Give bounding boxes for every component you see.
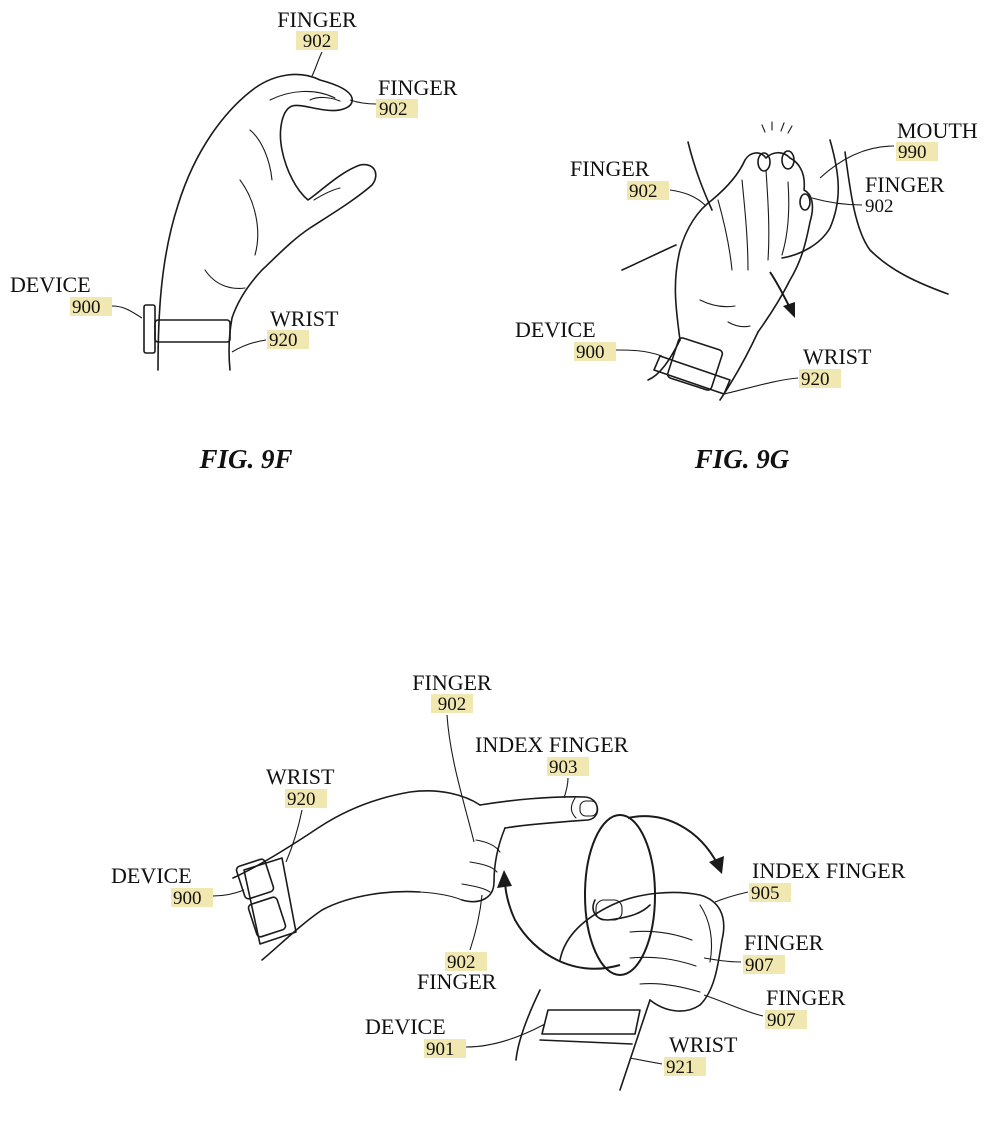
fig9h-rotation-arrowhead	[709, 856, 724, 874]
fig9h-finger-907-b-leader	[703, 994, 764, 1017]
fig9g-mouth-number: 990	[898, 142, 927, 163]
fig9h-return-arrowhead	[497, 870, 512, 888]
fig9h-finger-bottom-number: 902	[447, 952, 476, 973]
fig9g-wrist-number: 920	[801, 369, 830, 390]
fig9f-finger-top-number: 902	[303, 31, 332, 52]
fig-9h-pointing-hand-drawing	[232, 790, 599, 961]
fig9g-finger-right-label: FINGER	[865, 172, 945, 197]
fig9g-wrist-label: WRIST	[803, 344, 872, 369]
fig9h-device-901-label: DEVICE	[365, 1014, 446, 1039]
fig9g-mouth-leader	[819, 145, 895, 179]
fig-9f-caption: FIG. 9F	[198, 444, 292, 474]
fig9g-finger-right-number: 902	[865, 196, 894, 217]
fig9h-wrist-921-number-highlight	[664, 1057, 706, 1076]
fig-9g-caption: FIG. 9G	[694, 444, 790, 474]
fig9h-wrist-920-label: WRIST	[266, 764, 335, 789]
fig9g-device-leader	[615, 349, 663, 357]
fig9f-finger-top-leader	[311, 51, 323, 77]
fig9g-device-label: DEVICE	[515, 317, 596, 342]
fig9g-device-number: 900	[576, 342, 605, 363]
fig9h-finger-907-a-leader	[703, 957, 742, 963]
fig9h-finger-907-a-number: 907	[745, 955, 774, 976]
fig9f-wrist-number-highlight	[267, 330, 309, 349]
fig9h-finger-907-b-number: 907	[767, 1010, 796, 1031]
fig9h-device-900-leader	[212, 889, 245, 897]
fig9g-mouth-number-highlight	[896, 142, 938, 161]
fig9g-finger-right-leader	[811, 197, 863, 206]
fig9h-wrist-921-number: 921	[666, 1057, 695, 1078]
fig9h-finger-top-number-highlight	[431, 694, 473, 713]
fig9g-device-number-highlight	[574, 342, 616, 361]
fig9h-wrist-920-leader	[285, 809, 303, 863]
fig-9g-drawing	[621, 121, 949, 401]
fig9h-index-finger-903-number-highlight	[547, 757, 589, 776]
fig9h-index-finger-903-leader	[563, 777, 569, 799]
fig9g-mouth-label: MOUTH	[897, 118, 978, 143]
fig9h-finger-top-label: FINGER	[412, 670, 492, 695]
fig9h-index-finger-903-label: INDEX FINGER	[475, 732, 629, 757]
fig9h-finger-907-b-number-highlight	[765, 1010, 807, 1029]
fig9h-rotation-arrow	[627, 815, 719, 866]
fig9h-device-901-number: 901	[426, 1039, 455, 1060]
fig9f-device-number: 900	[72, 297, 101, 318]
fig9h-index-finger-905-label: INDEX FINGER	[752, 858, 906, 883]
fig9f-finger-tip-number: 902	[379, 99, 408, 120]
fig9h-wrist-920-number-highlight	[285, 789, 327, 808]
fig9h-index-finger-905-leader	[714, 891, 749, 903]
fig9f-finger-top-label: FINGER	[277, 7, 357, 32]
fig9h-device-901-leader	[465, 1023, 546, 1048]
fig9f-finger-tip-label: FINGER	[378, 75, 458, 100]
fig9f-wrist-label: WRIST	[270, 306, 339, 331]
fig9h-wrist-921-label: WRIST	[669, 1032, 738, 1057]
fig9h-finger-907-b-label: FINGER	[766, 985, 846, 1010]
fig9g-finger-left-leader	[669, 189, 707, 207]
fig9h-index-finger-905-number: 905	[751, 883, 780, 904]
fig9g-finger-left-label: FINGER	[570, 156, 650, 181]
fig9f-finger-top-number-highlight	[296, 31, 338, 50]
fig9h-wrist-921-leader	[629, 1057, 663, 1065]
fig9f-finger-tip-leader	[349, 99, 377, 105]
fig9h-index-finger-903-number: 903	[549, 757, 578, 778]
fig9h-finger-bottom-number-highlight	[445, 952, 487, 971]
fig9g-wrist-leader	[723, 377, 799, 395]
fig9h-finger-bottom-leader	[469, 894, 483, 951]
fig9f-device-label: DEVICE	[10, 272, 91, 297]
fig9h-finger-907-a-number-highlight	[743, 955, 785, 974]
fig9h-finger-bottom-label: FINGER	[417, 969, 497, 994]
fig9f-device-leader	[111, 305, 143, 319]
fig9h-finger-top-leader	[446, 714, 475, 843]
fig-9f-drawing	[143, 73, 377, 371]
fig9g-finger-left-number: 902	[629, 181, 658, 202]
fig9h-finger-907-a-label: FINGER	[744, 930, 824, 955]
fig9f-wrist-leader	[231, 339, 267, 353]
fig9h-wrist-920-number: 920	[287, 789, 316, 810]
fig9h-device-900-number-highlight	[171, 888, 213, 907]
fig9g-finger-left-number-highlight	[627, 181, 669, 200]
fig9h-device-901-number-highlight	[424, 1039, 466, 1058]
fig9f-finger-tip-number-highlight	[376, 99, 418, 118]
fig9h-finger-top-number: 902	[438, 694, 467, 715]
fig9f-wrist-number: 920	[269, 330, 298, 351]
fig9h-device-900-label: DEVICE	[111, 863, 192, 888]
fig9h-return-arrow	[504, 879, 621, 970]
fig9g-wrist-number-highlight	[799, 369, 841, 388]
fig9f-device-number-highlight	[70, 297, 112, 316]
fig-9h-fist-hand-drawing	[515, 814, 725, 1091]
fig9h-device-900-number: 900	[173, 888, 202, 909]
fig9h-index-finger-905-number-highlight	[749, 883, 791, 902]
